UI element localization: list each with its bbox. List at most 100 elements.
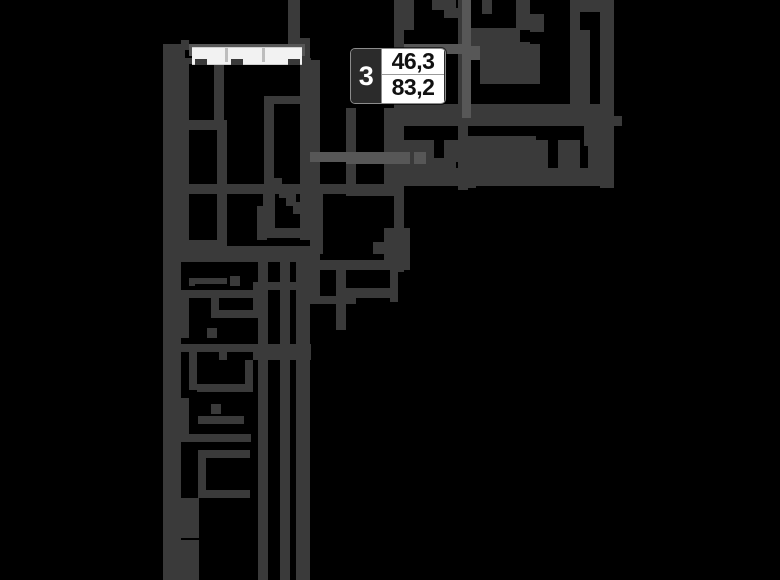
wall-segment [198,490,250,498]
wall-segment [600,0,614,188]
wall-segment [189,352,197,390]
wall-segment-highlight [346,152,410,164]
wall-segment [181,498,199,538]
glazing-mullion [225,48,228,62]
balcony-post [231,59,243,65]
wall-segment [580,0,606,12]
wall-segment [181,344,311,352]
wall-segment [263,228,303,238]
wall-segment [444,8,468,18]
wall-segment [286,194,296,206]
wall-segment [310,296,356,304]
wall-segment [444,140,458,162]
wall-segment [300,64,310,192]
wall-segment [404,116,622,126]
wall-segment [390,260,398,302]
wall-segment [279,186,289,198]
wall-segment [217,194,227,252]
glazing-mullion [262,48,265,62]
wall-segment [253,352,311,360]
wall-segment-highlight [310,152,350,162]
wall-segment [198,450,250,458]
wall-segment [257,214,267,240]
wall-segment [300,194,310,240]
wall-segment [198,450,206,496]
wall-segment [336,262,346,292]
wall-segment [214,64,224,126]
wall-segment [195,278,227,284]
wall-segment [163,254,311,262]
wall-segment [280,262,290,580]
wall-segment [580,30,590,116]
apartment-area-badge[interactable]: 3 46,3 83,2 [350,48,446,104]
wall-segment [346,288,396,298]
wall-segment [404,158,456,168]
wall-segment [302,254,310,416]
wall-segment [181,190,189,252]
wall-segment [245,360,253,392]
wall-segment [570,0,580,116]
wall-segment [211,310,253,318]
wall-segment [516,0,530,30]
wall-segment [211,404,221,414]
wall-segment [207,328,217,338]
wall-segment [181,240,227,250]
wall-segment [181,290,189,338]
wall-segment [189,278,195,286]
wall-segment [404,140,434,162]
wall-segment [310,260,320,304]
wall-segment [217,126,227,190]
wall-segment [258,254,268,580]
wall-segment [230,276,240,286]
wall-segment [181,120,227,130]
wall-segment [253,290,261,318]
room-count-value: 3 [351,49,381,103]
area-values-group: 46,3 83,2 [381,49,444,103]
wall-segment [584,120,594,146]
wall-segment [253,282,311,290]
wall-segment [373,242,397,254]
wall-segment [257,206,275,216]
wall-segment [336,292,346,330]
wall-segment [163,44,181,580]
wall-segment [310,260,396,270]
living-area-value: 83,2 [391,74,435,100]
wall-segment [346,108,356,194]
wall-segment [181,290,261,298]
total-area-value: 46,3 [382,49,444,75]
wall-segment [211,296,219,318]
wall-segment [293,202,303,214]
wall-segment [480,44,540,84]
balcony-post [195,59,207,65]
wall-segment-highlight [466,46,480,60]
wall-segment [482,0,492,14]
wall-segment [272,178,282,190]
balcony-post [288,59,300,65]
wall-segment [466,136,476,188]
wall-segment [181,40,189,50]
balcony-glazing [192,47,302,65]
wall-segment [264,96,310,104]
wall-segment [181,540,199,580]
wall-segment [558,140,580,168]
wall-segment [219,352,227,360]
wall-segment [536,140,548,168]
wall-segment [476,136,536,168]
wall-segment [264,96,274,192]
wall-segment [163,44,185,58]
wall-segment [197,384,251,392]
wall-segment [302,420,310,580]
wall-segment [432,0,456,10]
wall-segment [394,104,612,116]
wall-segment [181,398,189,442]
wall-segment [394,104,404,272]
wall-segment-highlight [414,152,426,164]
wall-segment [198,416,244,424]
wall-segment [404,168,614,186]
wall-segment [288,0,300,44]
wall-segment [181,246,311,254]
wall-segment [530,14,544,32]
wall-segment [181,434,251,442]
wall-segment [404,0,414,30]
